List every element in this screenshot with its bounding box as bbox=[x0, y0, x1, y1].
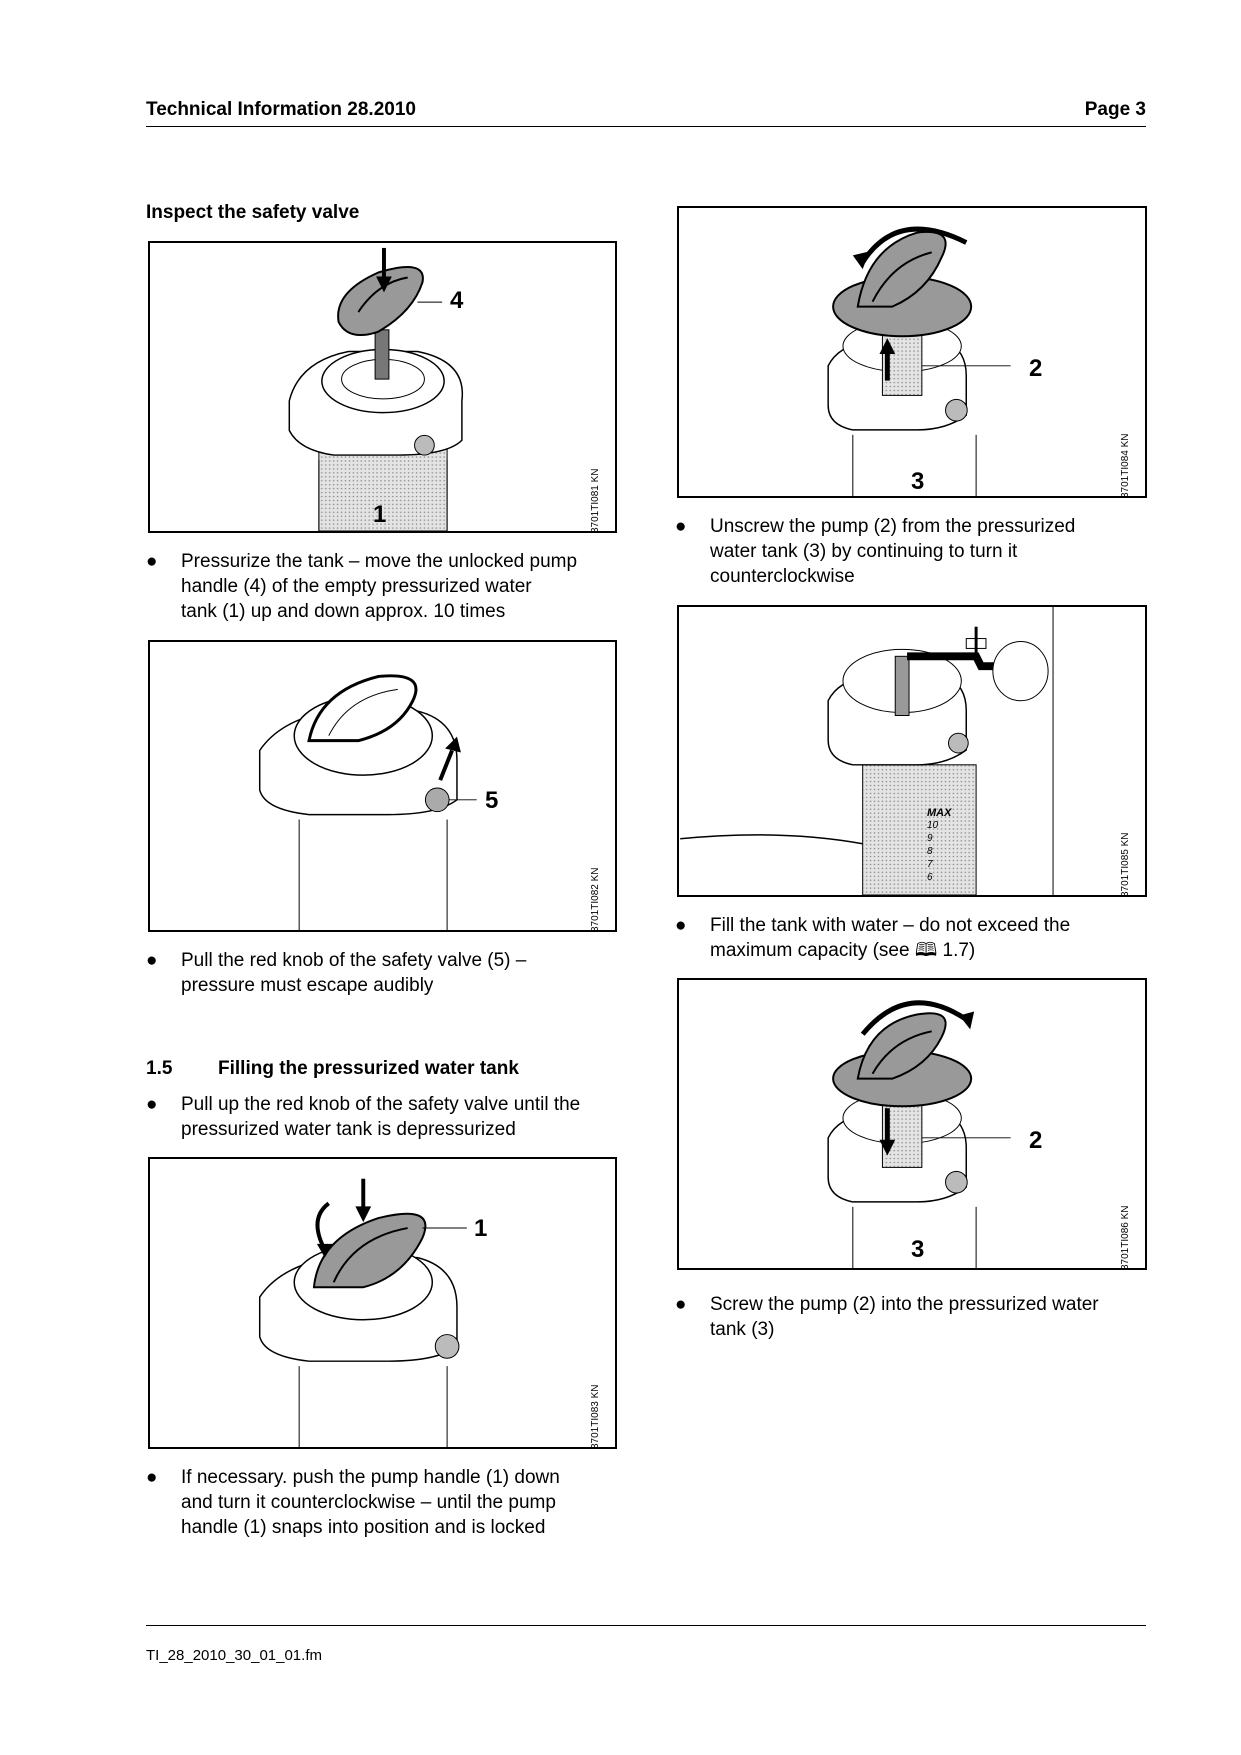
figure-code: 3701TI086 KN bbox=[1120, 1205, 1131, 1270]
footer-rule bbox=[146, 1625, 1146, 1626]
scale-mark: 7 bbox=[927, 859, 933, 870]
figure-lock-handle: 1 3701TI083 KN bbox=[148, 1157, 617, 1449]
scale-marks: 10 9 8 7 6 bbox=[927, 819, 938, 884]
scale-mark: 6 bbox=[927, 872, 933, 883]
bullet-line: Pressurize the tank – move the unlocked … bbox=[181, 551, 578, 572]
bullet-line: Fill the tank with water – do not exceed… bbox=[710, 915, 1071, 936]
bullet-dot: ● bbox=[146, 950, 158, 971]
callout-2: 2 bbox=[1029, 1127, 1043, 1154]
bullet-line: If necessary. push the pump handle (1) d… bbox=[181, 1467, 560, 1488]
bullet-line: counterclockwise bbox=[710, 566, 855, 587]
callout-4: 4 bbox=[450, 287, 464, 314]
figure-safety-valve: 5 3701TI082 KN bbox=[148, 640, 617, 932]
bullet-line: handle (1) snaps into position and is lo… bbox=[181, 1517, 546, 1538]
bullet-line: water tank (3) by continuing to turn it bbox=[710, 541, 1018, 562]
bullet-line: maximum capacity (see 🕮 1.7) bbox=[710, 940, 976, 961]
max-label: MAX bbox=[927, 807, 952, 819]
figure-screw-pump: 2 3 3701TI086 KN bbox=[677, 978, 1147, 1270]
callout-2: 2 bbox=[1029, 355, 1043, 382]
footer-filename: TI_28_2010_30_01_01.fm bbox=[146, 1647, 322, 1664]
scale-mark: 9 bbox=[927, 833, 933, 844]
section-title: Filling the pressurized water tank bbox=[218, 1058, 519, 1079]
figure-code: 3701TI084 KN bbox=[1120, 433, 1131, 498]
bullet-dot: ● bbox=[146, 1467, 158, 1488]
bullet-dot: ● bbox=[146, 551, 158, 572]
bullet-line: and turn it counterclockwise – until the… bbox=[181, 1492, 556, 1513]
scale-mark: 10 bbox=[927, 820, 939, 831]
figure-inspect-handle: 4 1 3701TI081 KN bbox=[148, 241, 617, 533]
header-title: Technical Information 28.2010 bbox=[146, 99, 416, 120]
bullet-dot: ● bbox=[675, 1294, 687, 1315]
figure-fill-water: MAX 10 9 8 7 6 3701TI085 KN bbox=[677, 605, 1147, 897]
figure-code: 3701TI082 KN bbox=[590, 867, 601, 932]
figure-code: 3701TI085 KN bbox=[1120, 832, 1131, 897]
figure-code: 3701TI081 KN bbox=[590, 468, 601, 533]
page-number: Page 3 bbox=[1084, 99, 1146, 120]
bullet-line: Pull the red knob of the safety valve (5… bbox=[181, 950, 527, 971]
bullet-dot: ● bbox=[146, 1094, 158, 1115]
bullet-line: Unscrew the pump (2) from the pressurize… bbox=[710, 516, 1076, 537]
callout-3: 3 bbox=[911, 1236, 925, 1263]
bullet-dot: ● bbox=[675, 915, 687, 936]
bullet-line: handle (4) of the empty pressurized wate… bbox=[181, 576, 532, 597]
scale-mark: 8 bbox=[927, 846, 933, 857]
bullet-line: pressure must escape audibly bbox=[181, 975, 434, 996]
bullet-line: Screw the pump (2) into the pressurized … bbox=[710, 1294, 1099, 1315]
callout-1: 1 bbox=[373, 501, 387, 528]
bullet-dot: ● bbox=[675, 516, 687, 537]
section-number: 1.5 bbox=[146, 1058, 173, 1079]
figure-unscrew-pump: 2 3 3701TI084 KN bbox=[677, 206, 1147, 498]
callout-1: 1 bbox=[474, 1215, 488, 1242]
callout-3: 3 bbox=[911, 468, 925, 495]
header-rule bbox=[146, 126, 1146, 127]
bullet-line: pressurized water tank is depressurized bbox=[181, 1119, 516, 1140]
figure-code: 3701TI083 KN bbox=[590, 1384, 601, 1449]
callout-5: 5 bbox=[485, 787, 499, 814]
bullet-line: Pull up the red knob of the safety valve… bbox=[181, 1094, 581, 1115]
bullet-line: tank (3) bbox=[710, 1319, 775, 1340]
section-heading: Inspect the safety valve bbox=[146, 202, 360, 223]
bullet-line: tank (1) up and down approx. 10 times bbox=[181, 601, 506, 622]
